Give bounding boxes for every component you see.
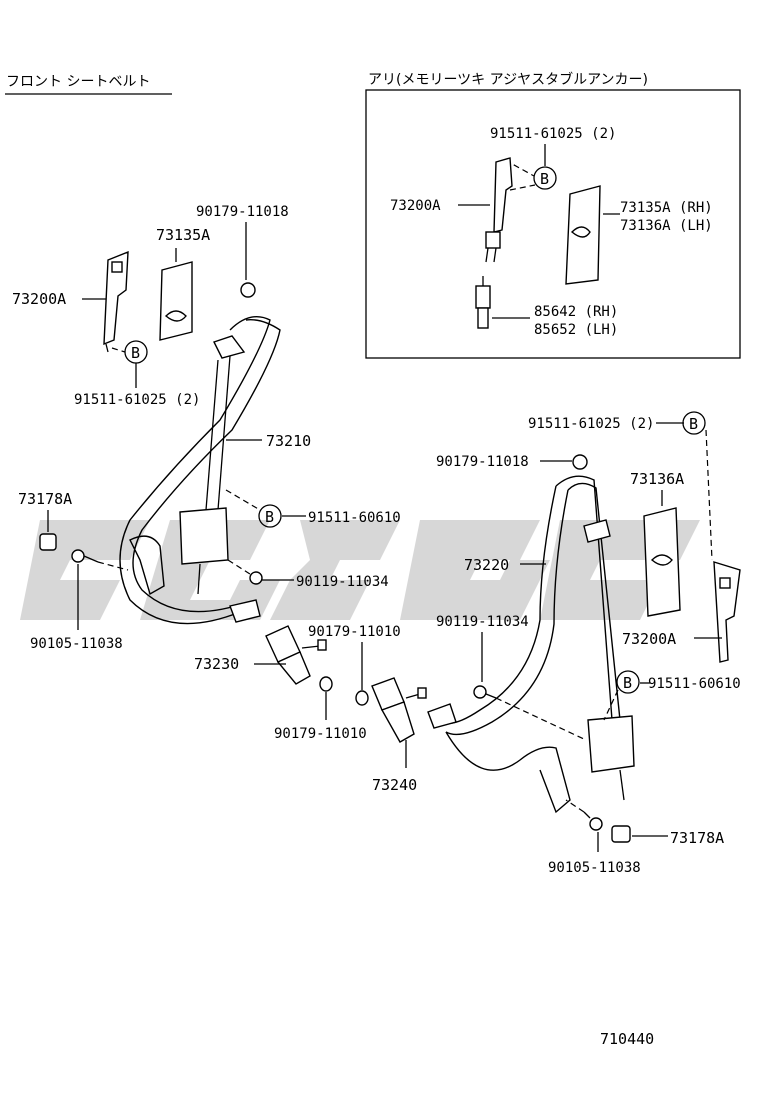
right-dash-low xyxy=(565,799,585,813)
inset-anchor-part xyxy=(475,276,491,329)
left-nut-buckle-bottom-label: 90179-11010 xyxy=(274,726,367,742)
right-bolt-low xyxy=(583,811,603,831)
right-belt-label: 73220 xyxy=(464,556,509,574)
right-callout-b4: B xyxy=(623,674,632,692)
left-bolt-low xyxy=(71,549,99,563)
left-callout-b1: B xyxy=(131,344,140,362)
left-nut-buckle-top xyxy=(355,690,369,706)
left-bolt-low-label: 90105-11038 xyxy=(30,636,123,652)
left-bolt-b1-label: 91511-61025 (2) xyxy=(74,392,200,408)
inset-cover-lh: 73136A (LH) xyxy=(620,218,713,234)
left-bolt-mid-label: 90119-11034 xyxy=(296,574,389,590)
inset-box xyxy=(365,89,741,359)
inset-retractor-part xyxy=(485,157,513,263)
right-nut-top-label: 90179-11018 xyxy=(436,454,529,470)
inset-title: アリ(メモリーツキ アジヤスタブルアンカー) xyxy=(368,71,648,88)
right-buckle-73240 xyxy=(371,677,427,743)
inset-anchor-rh: 85642 (RH) xyxy=(534,304,618,320)
left-retractor-label: 73200A xyxy=(12,290,66,308)
inset-cover-part xyxy=(565,185,601,285)
right-retractor-label: 73200A xyxy=(622,630,676,648)
inset-anchor-lh: 85652 (LH) xyxy=(534,322,618,338)
right-cover-label: 73136A xyxy=(630,470,684,488)
right-bolt-mid-label: 90119-11034 xyxy=(436,614,529,630)
inset-retractor-label: 73200A xyxy=(390,198,441,214)
right-bolt-mid xyxy=(473,685,497,699)
front-seatbelt-title: フロント シートベルト xyxy=(6,74,150,90)
left-cover-part xyxy=(159,248,193,341)
left-callout-b2-circle xyxy=(258,504,282,528)
right-cap-part xyxy=(611,825,631,843)
left-dash-mid xyxy=(227,559,251,575)
left-nut-buckle-top-label: 90179-11010 xyxy=(308,624,401,640)
left-dash-low xyxy=(97,561,129,571)
right-bolt-top-label: 91511-61025 (2) xyxy=(528,416,654,432)
right-bolt-b4-label: 91511-60610 xyxy=(648,676,741,692)
right-callout-b4-circle xyxy=(616,670,640,694)
left-nut-top xyxy=(240,282,256,298)
inset-dash-b2 xyxy=(509,184,536,191)
left-bolt-mid xyxy=(249,571,263,585)
left-bolt-b2-label: 91511-60610 xyxy=(308,510,401,526)
inset-callout-b: B xyxy=(540,170,549,188)
left-nut-top-label: 90179-11018 xyxy=(196,204,289,220)
right-cap-label: 73178A xyxy=(670,829,724,847)
inset-bolt-label: 91511-61025 (2) xyxy=(490,126,616,142)
diagram-number: 710440 xyxy=(600,1030,654,1048)
left-retractor-part xyxy=(103,250,129,353)
left-cap-part xyxy=(39,533,57,551)
left-nut-buckle-bottom xyxy=(319,676,333,692)
right-belt-73220 xyxy=(427,475,635,814)
inset-callout-b-circle xyxy=(533,166,557,190)
left-dash-b1 xyxy=(111,347,126,353)
right-callout-b3: B xyxy=(689,415,698,433)
left-buckle-73230 xyxy=(265,625,327,685)
left-callout-b2: B xyxy=(265,508,274,526)
left-dash-b2 xyxy=(225,489,261,511)
inset-cover-rh: 73135A (RH) xyxy=(620,200,713,216)
right-nut-top xyxy=(572,454,588,470)
left-belt-label: 73210 xyxy=(266,432,311,450)
right-retractor-part xyxy=(713,561,741,663)
right-bolt-low-label: 90105-11038 xyxy=(548,860,641,876)
right-dash-b4 xyxy=(603,689,619,721)
left-cover-label: 73135A xyxy=(156,226,210,244)
right-dash-mid xyxy=(495,697,587,741)
right-dash-b3 xyxy=(705,429,713,561)
right-buckle-label: 73240 xyxy=(372,776,417,794)
left-buckle-label: 73230 xyxy=(194,655,239,673)
right-callout-b3-circle xyxy=(682,411,706,435)
left-cap-label: 73178A xyxy=(18,490,72,508)
right-cover-part xyxy=(643,507,681,617)
